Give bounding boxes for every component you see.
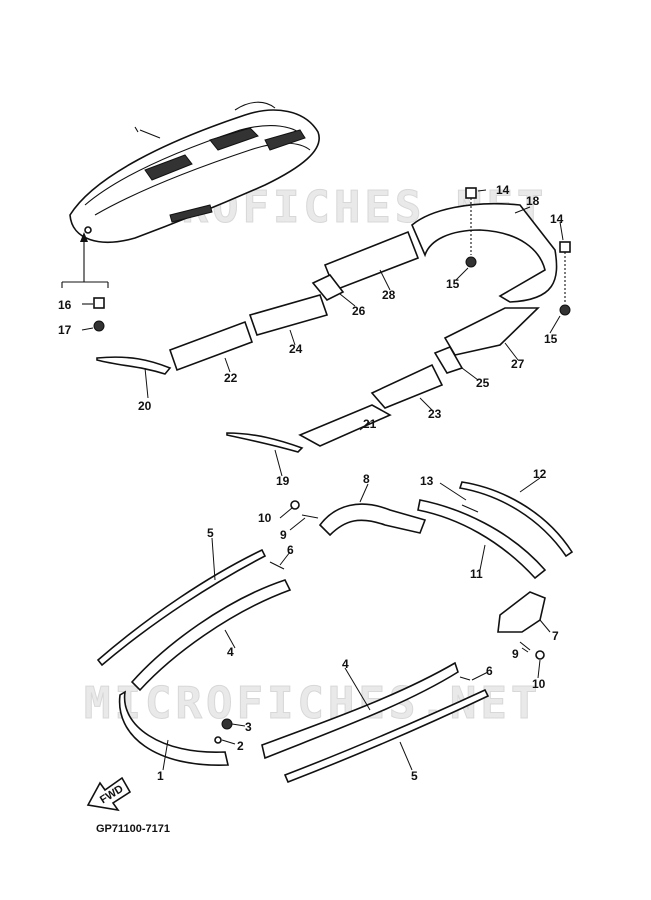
- callout-4-b: 4: [342, 657, 349, 671]
- callout-6-a: 6: [287, 543, 294, 557]
- callout-12: 12: [533, 467, 547, 481]
- callout-labels: 14 18 14 15 15 28 26 24 22 20 27 25 23 2…: [58, 183, 564, 783]
- fwd-arrow: FWD: [86, 776, 132, 812]
- callout-27: 27: [511, 357, 525, 371]
- callout-25: 25: [476, 376, 490, 390]
- callout-15-b: 15: [544, 332, 558, 346]
- bracket-arrow: [61, 232, 109, 288]
- callout-20: 20: [138, 399, 152, 413]
- watercraft-illustration: [69, 101, 320, 243]
- callout-13: 13: [420, 474, 434, 488]
- callout-4-a: 4: [227, 645, 234, 659]
- callout-26: 26: [352, 304, 366, 318]
- callout-11: 11: [470, 567, 483, 581]
- callout-1: 1: [157, 769, 164, 783]
- callout-10-b: 10: [532, 677, 546, 691]
- mat-pieces: [96, 202, 558, 453]
- callout-18: 18: [526, 194, 540, 208]
- callout-16: 16: [58, 298, 72, 312]
- leader-lines: [144, 189, 564, 771]
- callout-22: 22: [224, 371, 238, 385]
- callout-21: 21: [363, 417, 377, 431]
- fastener-16-17: [81, 297, 105, 332]
- callout-6-b: 6: [486, 664, 493, 678]
- callout-28: 28: [382, 288, 396, 302]
- callout-3: 3: [245, 720, 252, 734]
- callout-10-a: 10: [258, 511, 272, 525]
- callout-5-a: 5: [207, 526, 214, 540]
- callout-7: 7: [552, 629, 559, 643]
- callout-24: 24: [289, 342, 303, 356]
- diagram-code: GP71100-7171: [96, 823, 170, 835]
- callout-5-b: 5: [411, 769, 418, 783]
- rail-parts: [96, 481, 574, 784]
- callout-9-a: 9: [280, 528, 287, 542]
- callout-23: 23: [428, 407, 442, 421]
- callout-19: 19: [276, 474, 290, 488]
- callout-8: 8: [363, 472, 370, 486]
- callout-2: 2: [237, 739, 244, 753]
- callout-9-b: 9: [512, 647, 519, 661]
- callout-14-b: 14: [550, 212, 564, 226]
- fastener-14-15: [465, 187, 571, 316]
- callout-14-a: 14: [496, 183, 510, 197]
- callout-15-a: 15: [446, 277, 460, 291]
- callout-17: 17: [58, 323, 72, 337]
